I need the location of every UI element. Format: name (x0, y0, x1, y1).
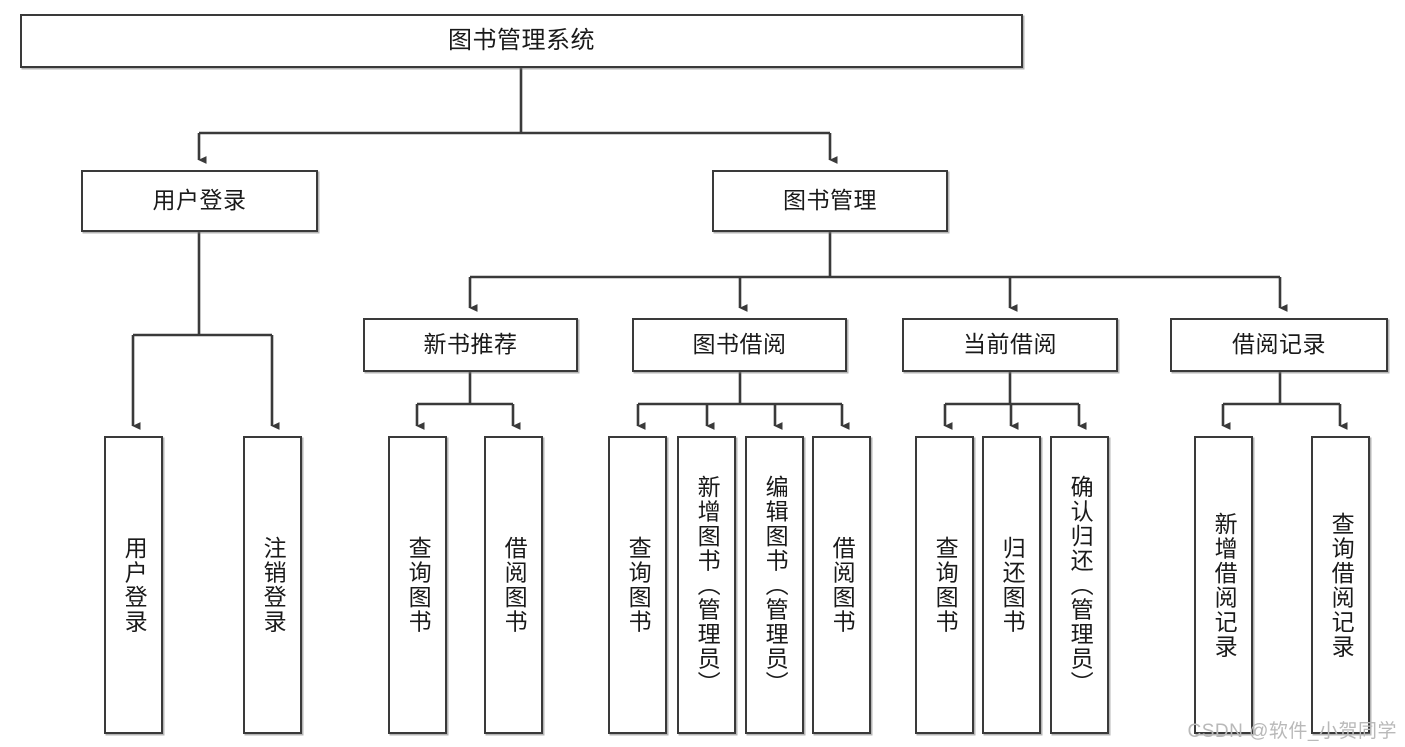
node-label: 新书推荐 (423, 331, 518, 358)
node-label: 借阅图书 (829, 536, 856, 634)
node-borrow-record[interactable]: 借阅记录 (1170, 318, 1388, 372)
leaf-query-book-recommend[interactable]: 查询图书 (388, 436, 447, 734)
node-book-management[interactable]: 图书管理 (712, 170, 948, 232)
leaf-borrow-book-recommend[interactable]: 借阅图书 (484, 436, 543, 734)
node-label: 查询图书 (625, 536, 652, 634)
node-label: 查询借阅记录 (1328, 511, 1355, 659)
leaf-borrow-book-borrow[interactable]: 借阅图书 (812, 436, 871, 734)
node-label: 归还图书 (999, 536, 1026, 634)
leaf-user-login[interactable]: 用户登录 (104, 436, 163, 734)
leaf-logout-login[interactable]: 注销登录 (243, 436, 302, 734)
node-label: 图书管理 (783, 187, 877, 214)
node-label: 用户登录 (152, 187, 247, 214)
node-current-borrow[interactable]: 当前借阅 (902, 318, 1118, 372)
node-label: 查询图书 (405, 536, 432, 634)
leaf-add-borrow-record[interactable]: 新增借阅记录 (1194, 436, 1253, 734)
node-label: 借阅图书 (501, 536, 528, 634)
leaf-query-book-borrow[interactable]: 查询图书 (608, 436, 667, 734)
node-label: 新增图书（管理员） (694, 474, 721, 696)
csdn-watermark: CSDN @软件_小贺同学 (1187, 721, 1397, 742)
node-new-book-recommend[interactable]: 新书推荐 (363, 318, 578, 372)
node-root-book-management-system[interactable]: 图书管理系统 (20, 14, 1023, 68)
node-label: 当前借阅 (963, 331, 1057, 358)
leaf-edit-book-admin[interactable]: 编辑图书（管理员） (745, 436, 804, 734)
node-book-borrow[interactable]: 图书借阅 (632, 318, 847, 372)
node-label: 编辑图书（管理员） (762, 474, 789, 696)
leaf-query-borrow-record[interactable]: 查询借阅记录 (1311, 436, 1370, 734)
node-label: 图书借阅 (692, 331, 787, 358)
leaf-add-book-admin[interactable]: 新增图书（管理员） (677, 436, 736, 734)
node-label: 图书管理系统 (448, 26, 595, 54)
leaf-return-book[interactable]: 归还图书 (982, 436, 1041, 734)
node-label: 用户登录 (121, 536, 148, 634)
node-user-login[interactable]: 用户登录 (81, 170, 318, 232)
leaf-confirm-return-admin[interactable]: 确认归还（管理员） (1050, 436, 1109, 734)
node-label: 借阅记录 (1232, 331, 1326, 358)
node-label: 确认归还（管理员） (1067, 474, 1094, 696)
node-label: 新增借阅记录 (1211, 511, 1238, 659)
node-label: 查询图书 (932, 536, 959, 634)
node-label: 注销登录 (260, 536, 287, 634)
leaf-query-book-current[interactable]: 查询图书 (915, 436, 974, 734)
